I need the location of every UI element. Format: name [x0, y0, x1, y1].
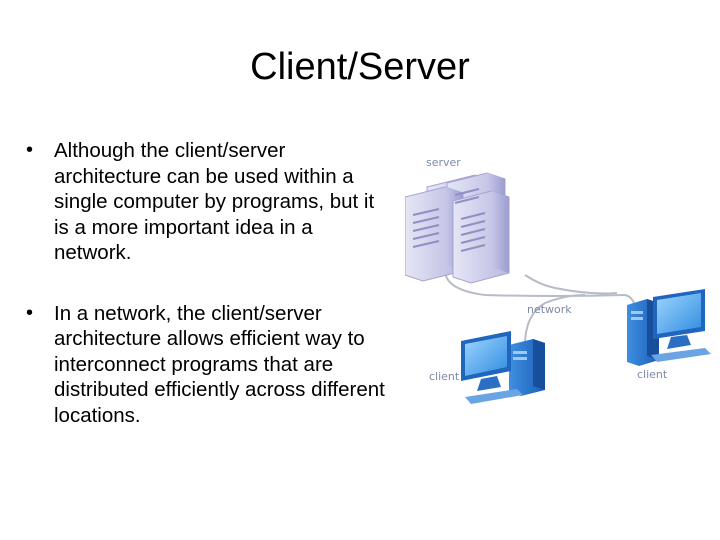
- bullet-text: In a network, the client/server architec…: [54, 301, 385, 427]
- client-computer-icon: [627, 289, 711, 366]
- bullet-item: • Although the client/server architectur…: [26, 138, 386, 266]
- network-illustration: [405, 172, 711, 404]
- bullet-marker: •: [26, 301, 34, 324]
- bullet-text: Although the client/server architecture …: [54, 139, 375, 264]
- client-left-label: client: [429, 370, 460, 383]
- client-right-label: client: [637, 368, 668, 381]
- network-label: network: [527, 303, 572, 316]
- client-server-diagram: server network client client: [405, 145, 715, 425]
- server-label: server: [426, 156, 461, 169]
- slide-title: Client/Server: [250, 46, 470, 88]
- server-rack-icon: [405, 172, 510, 284]
- bullet-marker: •: [26, 139, 34, 161]
- bullet-item: • In a network, the client/server archit…: [26, 301, 386, 429]
- bullet-list: • Although the client/server architectur…: [26, 138, 386, 463]
- client-computer-icon: [461, 331, 545, 404]
